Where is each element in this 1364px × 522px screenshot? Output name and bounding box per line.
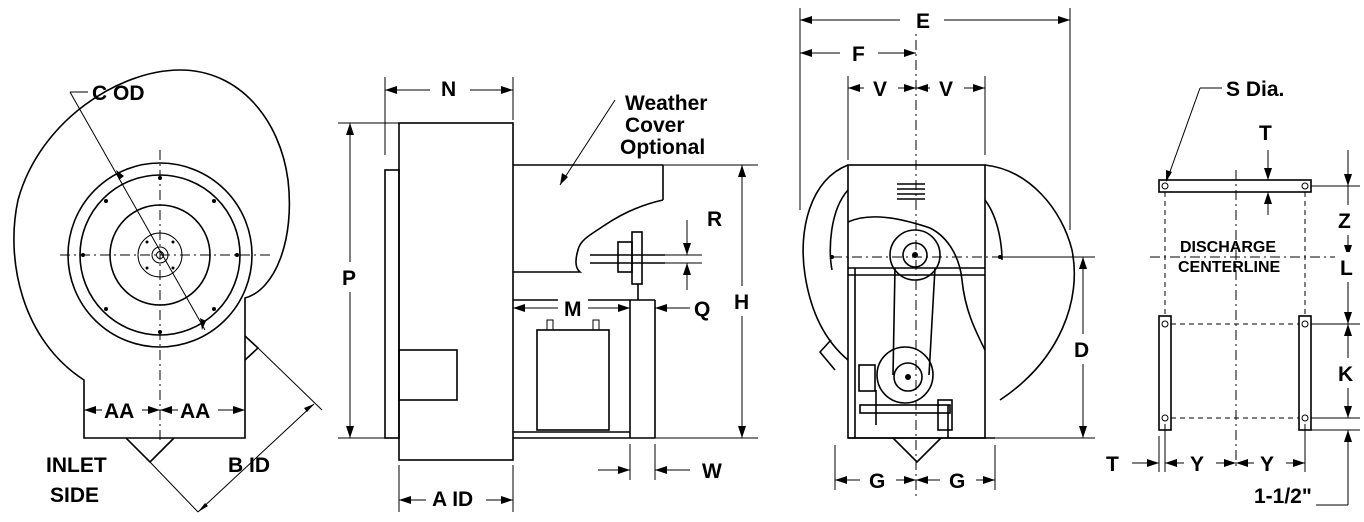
drive-bottom-fin xyxy=(892,437,942,464)
drive-side-view xyxy=(799,8,1096,500)
motor-pulley xyxy=(893,362,923,392)
pulley xyxy=(631,231,643,285)
housing-lower-block xyxy=(398,349,458,401)
z-label: Z xyxy=(1338,210,1351,233)
fan-pulley-inner xyxy=(902,242,928,268)
optional-label: Optional xyxy=(620,136,705,159)
v-label-left: V xyxy=(873,78,887,101)
v-label-right: V xyxy=(939,78,953,101)
g-label-left: G xyxy=(869,470,885,493)
g-label-right: G xyxy=(949,470,965,493)
right-mounting-bar xyxy=(1298,315,1312,431)
top-hole-right xyxy=(1301,182,1309,190)
l-label: L xyxy=(1340,257,1353,280)
k-label: K xyxy=(1338,363,1353,386)
housing-body xyxy=(398,122,514,461)
inlet-flange-panel xyxy=(384,169,400,439)
drive-discharge-flange xyxy=(818,339,836,371)
t-label-top: T xyxy=(1259,122,1272,145)
y-label-right: Y xyxy=(1260,453,1274,476)
inlet-bottom-fin xyxy=(125,437,175,464)
cover-cutaway-edge xyxy=(513,199,664,273)
side-label: SIDE xyxy=(50,484,99,507)
side-elevation-view xyxy=(338,77,758,512)
bearing-block xyxy=(617,241,633,273)
scroll-housing-outline xyxy=(13,69,291,439)
b-id-ext-bot xyxy=(149,461,199,513)
c-od-dimension-line xyxy=(69,91,206,331)
s-dia-leader xyxy=(1166,87,1201,181)
b-id-label: B ID xyxy=(228,454,270,477)
m-label: M xyxy=(564,298,582,321)
b-id-dim-line xyxy=(197,403,315,513)
inlet-label: INLET xyxy=(46,454,107,477)
h-label: H xyxy=(734,291,749,314)
aa-label-right: AA xyxy=(180,400,210,423)
y-label-left: Y xyxy=(1190,453,1204,476)
discharge-label: DISCHARGE xyxy=(1180,239,1276,256)
belt-left xyxy=(892,267,896,376)
weather-label: Weather xyxy=(625,92,707,115)
motor-base-plate xyxy=(859,404,951,414)
p-label: P xyxy=(342,267,356,290)
b-id-ext-top xyxy=(257,347,323,411)
belt-right xyxy=(928,267,936,376)
f-label: F xyxy=(852,43,865,66)
motor-body xyxy=(876,346,934,404)
access-door xyxy=(536,329,610,431)
fan-pulley-outer xyxy=(889,229,941,281)
c-od-label: C OD xyxy=(92,82,145,105)
left-mounting-bar xyxy=(1158,315,1172,431)
d-label: D xyxy=(1074,339,1089,362)
t-label-bottom: T xyxy=(1106,453,1119,476)
top-hole-left xyxy=(1161,182,1169,190)
drive-cutaway-edge xyxy=(847,216,986,351)
e-label: E xyxy=(916,10,930,33)
motor-junction-box xyxy=(858,364,876,392)
cover-label: Cover xyxy=(625,114,685,137)
one-half-label: 1-1/2" xyxy=(1254,485,1312,508)
w-label: W xyxy=(702,460,722,483)
s-dia-label: S Dia. xyxy=(1226,78,1284,101)
top-mounting-bar xyxy=(1158,179,1312,193)
drive-scroll-outline xyxy=(802,164,1076,401)
door-latch-right xyxy=(592,319,600,331)
r-label: R xyxy=(707,208,722,231)
q-label: Q xyxy=(694,298,710,321)
door-latch-left xyxy=(546,319,554,331)
motor-adjuster xyxy=(937,399,953,431)
discharge-flange xyxy=(244,335,260,361)
base-plan-view xyxy=(1132,87,1361,506)
vent-grille xyxy=(897,183,925,200)
weather-cover-leader xyxy=(559,99,616,186)
n-label: N xyxy=(441,78,456,101)
centerline-label: CENTERLINE xyxy=(1178,259,1281,276)
aa-label-left: AA xyxy=(104,400,134,423)
a-id-label: A ID xyxy=(432,488,473,511)
inlet-side-view xyxy=(13,69,323,513)
